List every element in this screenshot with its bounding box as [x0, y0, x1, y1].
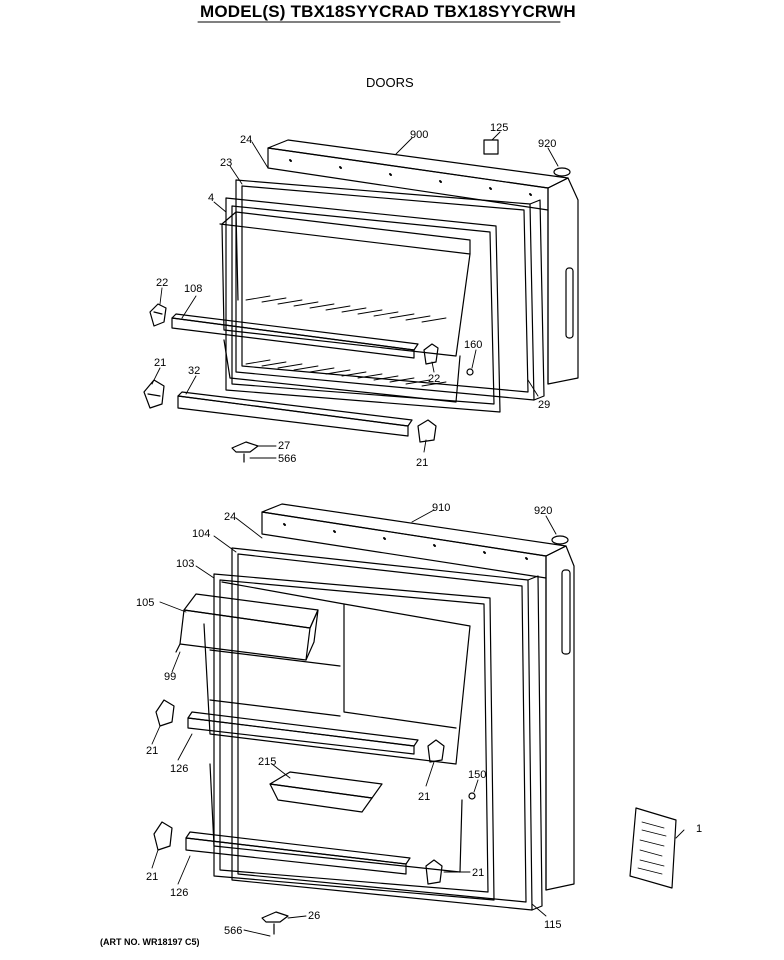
callout-32: 32 — [188, 365, 200, 377]
screw-160 — [466, 368, 474, 376]
callout-920-bottom: 920 — [534, 505, 552, 517]
section-title: DOORS — [366, 75, 414, 90]
plug-125 — [483, 139, 499, 155]
shelf-clip-21-upper-left — [155, 699, 175, 727]
callout-1: 1 — [696, 823, 702, 835]
callout-23: 23 — [220, 157, 232, 169]
callout-22-left: 22 — [156, 277, 168, 289]
door-gasket-23 — [235, 179, 545, 401]
callout-21-upper-left: 21 — [146, 745, 158, 757]
model-title: MODEL(S) TBX18SYYCRAD TBX18SYYCRWH — [200, 2, 576, 21]
stop-26 — [261, 911, 289, 935]
fresh-food-door-assembly — [153, 503, 677, 935]
callout-126-lower: 126 — [170, 887, 188, 899]
callout-150: 150 — [468, 769, 486, 781]
screw-150 — [468, 792, 476, 800]
callout-21-right-top: 21 — [416, 457, 428, 469]
callout-160: 160 — [464, 339, 482, 351]
callout-24-top: 24 — [240, 134, 252, 146]
callout-99: 99 — [164, 671, 176, 683]
callout-24-bottom: 24 — [224, 511, 236, 523]
plug-920-bottom — [551, 535, 569, 545]
instruction-card-1 — [629, 807, 677, 889]
shelf-clip-22-right — [423, 343, 439, 365]
callout-215: 215 — [258, 756, 276, 768]
shelf-clip-21-lower-right — [425, 859, 443, 885]
shelf-clip-21-lower-left — [153, 821, 173, 851]
callout-29: 29 — [538, 399, 550, 411]
shelf-bar-126-lower — [185, 831, 411, 875]
callout-21-lower-left: 21 — [146, 871, 158, 883]
plug-920-top — [553, 167, 571, 177]
shelf-bar-32 — [177, 391, 413, 437]
callout-21-lower-right: 21 — [472, 867, 484, 879]
art-number: (ART NO. WR18197 C5) — [100, 937, 200, 947]
callout-566-bottom: 566 — [224, 925, 242, 937]
callout-21-left-top: 21 — [154, 357, 166, 369]
leader-lines-bottom — [151, 509, 685, 937]
callout-104: 104 — [192, 528, 210, 540]
callout-566-top: 566 — [278, 453, 296, 465]
callout-105: 105 — [136, 597, 154, 609]
bin-215 — [269, 771, 383, 813]
callout-115: 115 — [544, 919, 562, 931]
outer-door-panel-900 — [267, 139, 579, 385]
shelf-clip-21-left — [143, 379, 165, 409]
callout-125: 125 — [490, 122, 508, 134]
callout-26: 26 — [308, 910, 320, 922]
callout-21-upper-right: 21 — [418, 791, 430, 803]
shelf-clip-21-upper-right — [427, 739, 445, 763]
freezer-door-assembly — [143, 139, 579, 463]
shelf-bar-126-upper — [187, 711, 419, 755]
callout-126-upper: 126 — [170, 763, 188, 775]
callout-910: 910 — [432, 502, 450, 514]
callout-4: 4 — [208, 192, 214, 204]
callout-103: 103 — [176, 558, 194, 570]
stop-27 — [231, 441, 259, 463]
leader-lines-top — [151, 131, 559, 459]
door-liner-4 — [219, 197, 501, 413]
shelf-clip-21-right — [417, 419, 437, 443]
outer-door-panel-910 — [261, 503, 575, 891]
callout-22-right: 22 — [428, 373, 440, 385]
shelf-clip-22-left — [149, 303, 167, 327]
shelf-bar-108 — [171, 313, 419, 359]
dairy-door-105 — [175, 593, 319, 661]
callout-108: 108 — [184, 283, 202, 295]
callout-920-top: 920 — [538, 138, 556, 150]
callout-27: 27 — [278, 440, 290, 452]
door-liner-103 — [203, 573, 495, 901]
callout-900: 900 — [410, 129, 428, 141]
